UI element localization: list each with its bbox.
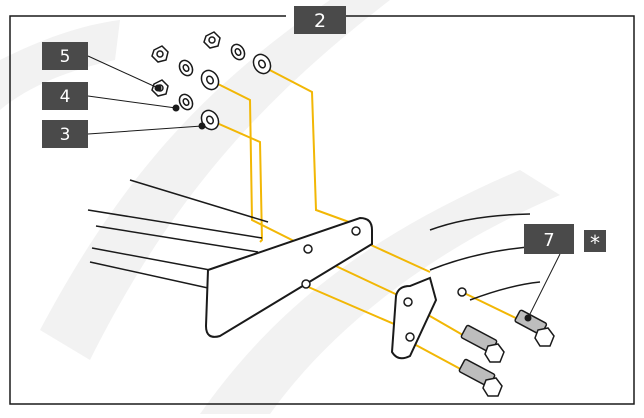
mating-bracket bbox=[390, 213, 541, 360]
bolt bbox=[514, 309, 555, 347]
step-number-badge: 2 bbox=[294, 6, 346, 34]
callout-4-box: 4 bbox=[42, 82, 88, 110]
callout-7-label: 7 bbox=[543, 230, 554, 251]
hardware-stack bbox=[151, 31, 272, 131]
asterisk-note-badge: * bbox=[584, 230, 606, 255]
callout-4-label: 4 bbox=[60, 87, 71, 107]
asterisk-note-symbol: * bbox=[590, 231, 600, 255]
beam-end-plate bbox=[204, 216, 373, 338]
beam bbox=[87, 179, 269, 289]
step-number: 2 bbox=[314, 10, 326, 32]
bolt bbox=[458, 358, 503, 397]
bolt bbox=[460, 324, 505, 363]
callout-3-box: 3 bbox=[42, 120, 88, 148]
callout-5-box: 5 bbox=[42, 42, 88, 70]
callout-7-box: 7 bbox=[524, 224, 574, 254]
callout-5-label: 5 bbox=[60, 47, 71, 67]
leader-lines bbox=[87, 55, 561, 322]
callout-3-label: 3 bbox=[60, 125, 71, 145]
frame bbox=[9, 15, 635, 405]
